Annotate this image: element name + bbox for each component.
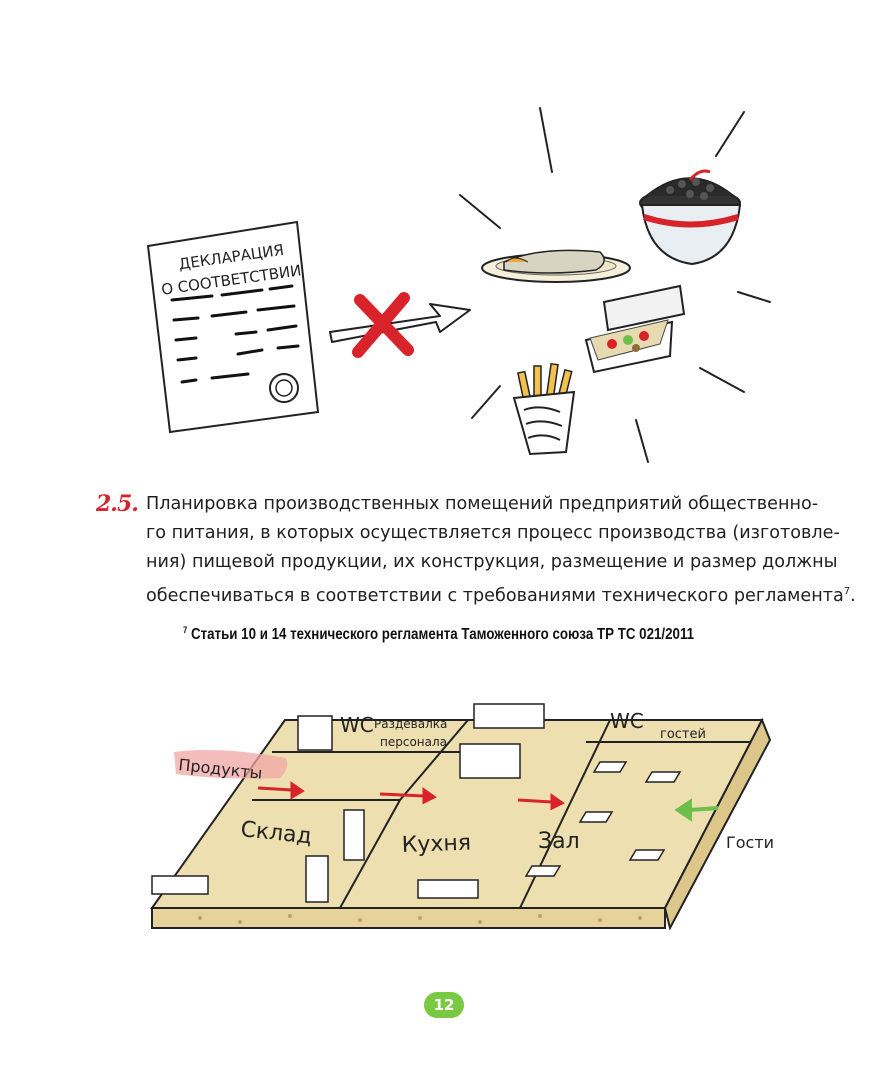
french-fries-icon — [512, 362, 576, 456]
label-guests-sub: гостей — [660, 727, 706, 742]
flow-arrows — [257, 781, 565, 811]
label-guests: Гости — [726, 833, 774, 852]
declaration-document: ДЕКЛАРАЦИЯ О СООТВЕТСТВИИ — [146, 220, 320, 434]
paragraph-number: 2.5. — [96, 491, 139, 517]
cross-mark-icon — [352, 292, 414, 358]
paragraph-line-2: го питания, в которых осуществляется про… — [146, 523, 840, 543]
paragraph-line-4: обеспечиваться в соответствии с требован… — [146, 577, 856, 611]
fish-plate-icon — [481, 249, 631, 283]
caviar-bowl-icon — [639, 169, 742, 266]
label-wc-staff: WC — [340, 713, 374, 737]
footnote-reference: 7 — [843, 586, 851, 597]
paragraph-line-3: ния) пищевой продукции, их конструкция, … — [146, 552, 838, 572]
footnote-text: Статьи 10 и 14 технического регламента Т… — [187, 626, 695, 644]
paragraph-text: Планировка производственных помещений пр… — [146, 490, 856, 611]
paragraph-line-1: Планировка производственных помещений пр… — [146, 494, 819, 514]
label-kitchen: Кухня — [401, 831, 471, 858]
radiating-lines — [459, 107, 771, 463]
label-changing-room-line2: персонала — [380, 735, 447, 749]
label-hall: Зал — [538, 829, 580, 854]
page-number-badge: 12 — [424, 992, 464, 1018]
hall-tables — [524, 761, 682, 877]
label-wc-guests: WC — [610, 709, 644, 733]
footnote-marker: 7 — [182, 625, 188, 635]
takeaway-box-icon — [584, 284, 686, 374]
footnote: 7 Статьи 10 и 14 технического регламента… — [61, 625, 815, 644]
label-changing-room-line1: Раздевалка — [374, 717, 447, 731]
arrow-icon — [329, 303, 471, 343]
floor-plan-illustration: Продукты WC Раздевалка персонала WC гост… — [150, 703, 774, 930]
guests-arrow — [674, 798, 719, 822]
products-highlight — [174, 750, 288, 779]
paragraph-end-punct: . — [850, 585, 856, 606]
top-illustration: ДЕКЛАРАЦИЯ О СООТВЕТСТВИИ — [146, 107, 771, 463]
furniture — [151, 703, 545, 903]
paragraph-line-4-text: обеспечиваться в соответствии с требован… — [146, 585, 844, 606]
